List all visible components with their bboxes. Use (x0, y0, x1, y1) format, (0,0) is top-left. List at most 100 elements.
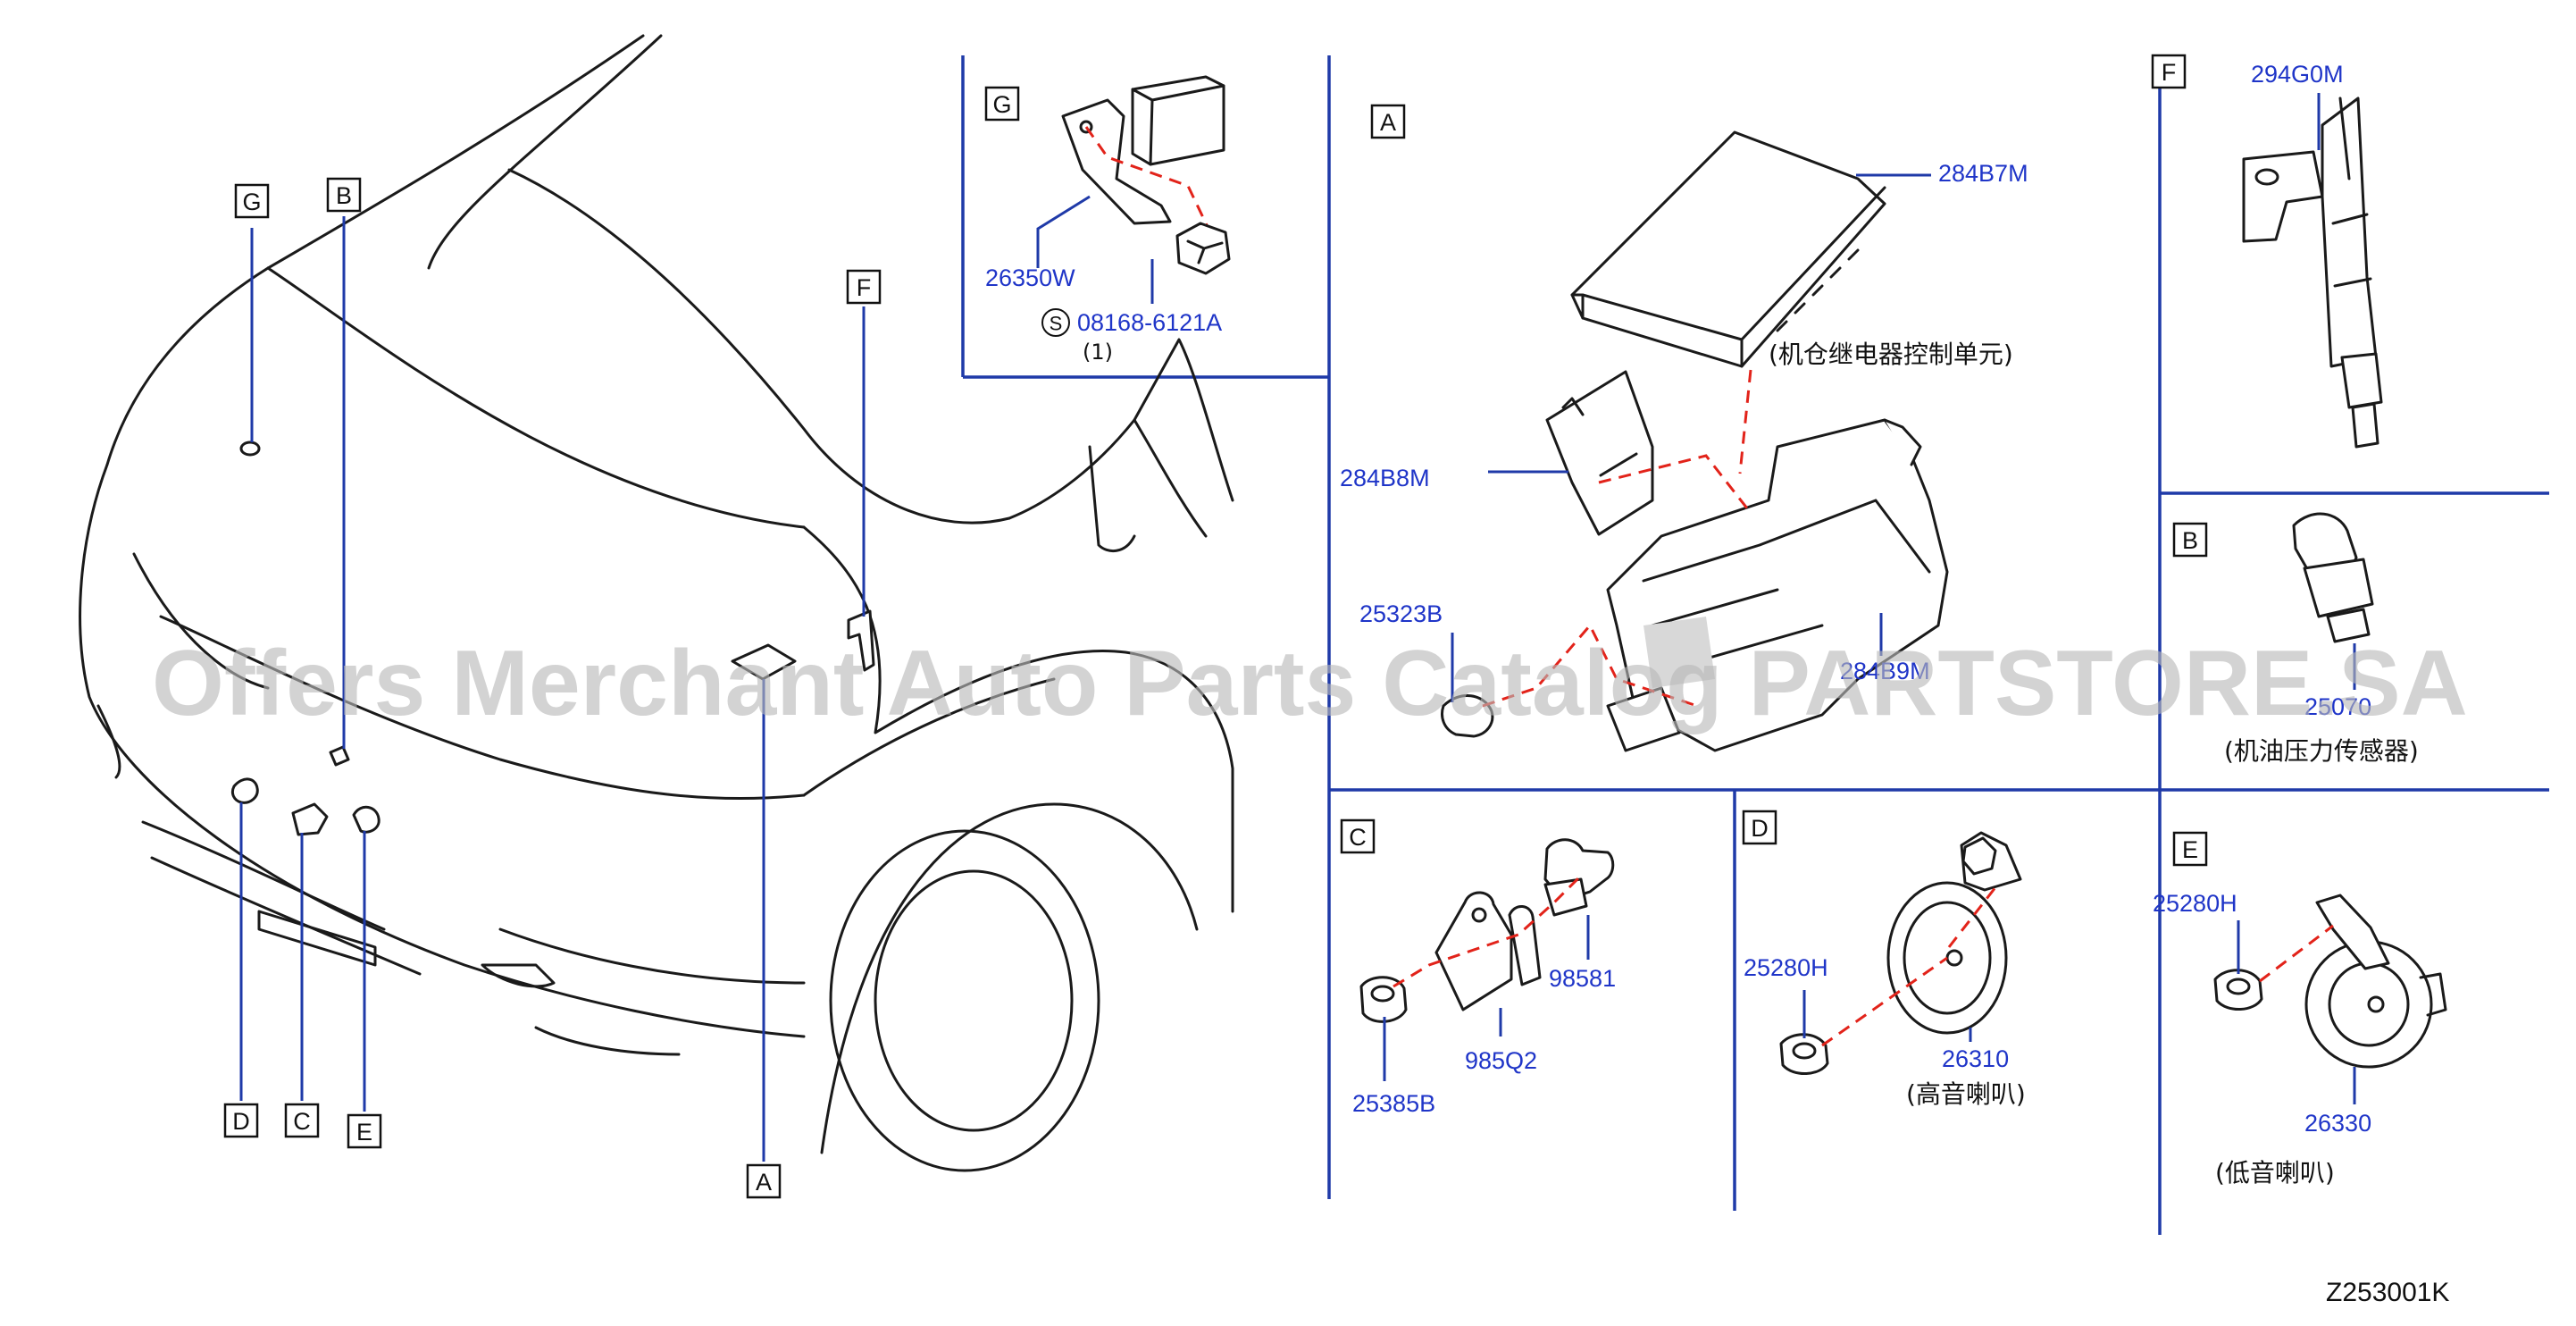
panel-f-label: F (2151, 54, 2187, 89)
note-oil-pressure: (机油压力传感器) (2224, 736, 2419, 766)
panel-d-label: D (1742, 810, 1777, 845)
watermark: Offers Merchant Auto Parts Catalog PARTS… (152, 632, 2468, 735)
hood-crease (427, 34, 663, 270)
hood-inner (266, 266, 806, 529)
leader-26350w (1036, 195, 1091, 268)
front-bumper-outline (79, 463, 806, 1038)
part-294g0m-tip (2351, 402, 2379, 449)
dashed-d (1821, 882, 2001, 1047)
wheel-arch (820, 802, 1199, 1154)
pn-284b9m: 284B9M (1840, 658, 1930, 684)
dashed-a-1 (1738, 369, 1752, 474)
part-26350w-body (1131, 75, 1225, 166)
part-26330-terminal (2419, 972, 2447, 1017)
part-284b9m-grille (1643, 617, 1715, 688)
overview-label-b: B (326, 177, 362, 213)
part-284b9m-tab (1883, 418, 1922, 466)
pn-25280h-e: 25280H (2153, 890, 2237, 917)
part-26310-diaphragm (1903, 901, 1992, 1015)
part-985q2-ear (1508, 905, 1542, 986)
license-plate (257, 910, 377, 967)
pn-oil-sensor: 25070 (2304, 693, 2371, 720)
svg-text:F: F (857, 274, 872, 301)
fog-left (96, 704, 121, 779)
overview-part-a (731, 643, 797, 681)
part-284b8m (1545, 370, 1654, 536)
svg-text:F: F (2162, 59, 2177, 86)
grille-bar-1 (141, 820, 386, 931)
dashed-a-3 (1482, 623, 1698, 708)
svg-text:C: C (293, 1108, 311, 1135)
part-284b7m-edges (1570, 186, 1886, 368)
part-25280h-e (2213, 969, 2263, 1011)
cowl (1088, 445, 1136, 553)
part-26330-center (2367, 995, 2385, 1013)
pn-25323b: 25323B (1359, 600, 1443, 627)
fog-right (481, 963, 556, 988)
overview-label-e: E (347, 1113, 382, 1149)
part-284b8m-detail (1561, 397, 1638, 477)
hood-edge (105, 34, 645, 466)
overview-part-d (230, 777, 259, 804)
part-294g0m-hole (2254, 168, 2279, 186)
part-98581-connector (1543, 877, 1588, 917)
note-low-horn: (低音喇叭) (2215, 1158, 2335, 1188)
part-294g0m-detail (2331, 97, 2372, 288)
overview-label-c: C (284, 1103, 320, 1138)
dashed-a-2 (1598, 454, 1752, 514)
part-284b7m-body (1570, 130, 1886, 368)
pn-26330: 26330 (2304, 1110, 2371, 1137)
svg-text:A: A (756, 1169, 772, 1196)
headlight-right-top (802, 677, 1056, 797)
part-oil-sensor-hex (2303, 558, 2374, 618)
part-284b9m-ribs (1642, 499, 1931, 663)
pn-08168-6121a: 08168-6121A (1077, 309, 1222, 336)
panel-g-label: G (984, 86, 1020, 122)
panel-d: D 25280H 26310 (高音喇叭) (1742, 810, 2026, 1109)
a-pillar (1133, 338, 1234, 502)
panel-a-label: A (1370, 104, 1406, 139)
svg-text:C: C (1349, 824, 1367, 851)
pn-284b7m: 284B7M (1938, 160, 2028, 187)
panel-f: F 294G0M (2151, 54, 2383, 449)
note-relay-unit: (机仓继电器控制单元) (1769, 340, 2013, 369)
pn-26310: 26310 (1942, 1045, 2009, 1072)
section-separators (961, 55, 2549, 1235)
panel-g: G 26350W S 08168-6121A (1) (984, 75, 1231, 365)
svg-text:G: G (242, 189, 261, 215)
fender-right (802, 525, 1234, 913)
part-08168-6121a-detail (1186, 239, 1224, 264)
panel-b: B 25070 (机油压力传感器) (2172, 512, 2419, 766)
part-26330-bracket (2315, 894, 2390, 970)
panel-c: C 98581 25385B 985Q2 (1340, 818, 1616, 1117)
overview-part-e (352, 805, 381, 834)
panel-a: A 284B7M (机仓继电器控制单元) 284B8M 25323B 284B9… (1340, 104, 2028, 752)
part-294g0m-body (2321, 97, 2378, 368)
vehicle-overview: G B F D C E A (79, 34, 1234, 1199)
pn-98581: 98581 (1549, 965, 1616, 992)
part-26310-nut (1961, 836, 1997, 876)
panel-b-letter: B (2182, 527, 2198, 554)
overview-label-a: A (746, 1163, 782, 1199)
svg-text:A: A (1380, 109, 1396, 136)
overview-label-g: G (234, 183, 270, 219)
overview-part-f (847, 609, 875, 672)
dashed-e (2259, 924, 2334, 983)
part-284b9m-clip (1606, 686, 1681, 752)
front-wheel-rim (874, 869, 1074, 1132)
headlight-left (132, 552, 270, 690)
svg-text:S: S (1050, 313, 1063, 335)
pn-294g0m: 294G0M (2251, 61, 2344, 88)
svg-text:E: E (356, 1119, 372, 1146)
part-26310-center (1945, 949, 1963, 967)
part-26350w-edges (1131, 84, 1225, 166)
overview-part-b (329, 745, 350, 767)
overview-part-c (291, 802, 329, 836)
overview-part-g (239, 441, 261, 457)
dashed-c (1393, 874, 1583, 988)
overview-label-d: D (223, 1103, 259, 1138)
part-284b7m-connectors (1776, 248, 1860, 332)
part-25323b (1441, 694, 1494, 738)
panel-e: E 25280H 26330 (低音喇叭) (2153, 831, 2447, 1188)
